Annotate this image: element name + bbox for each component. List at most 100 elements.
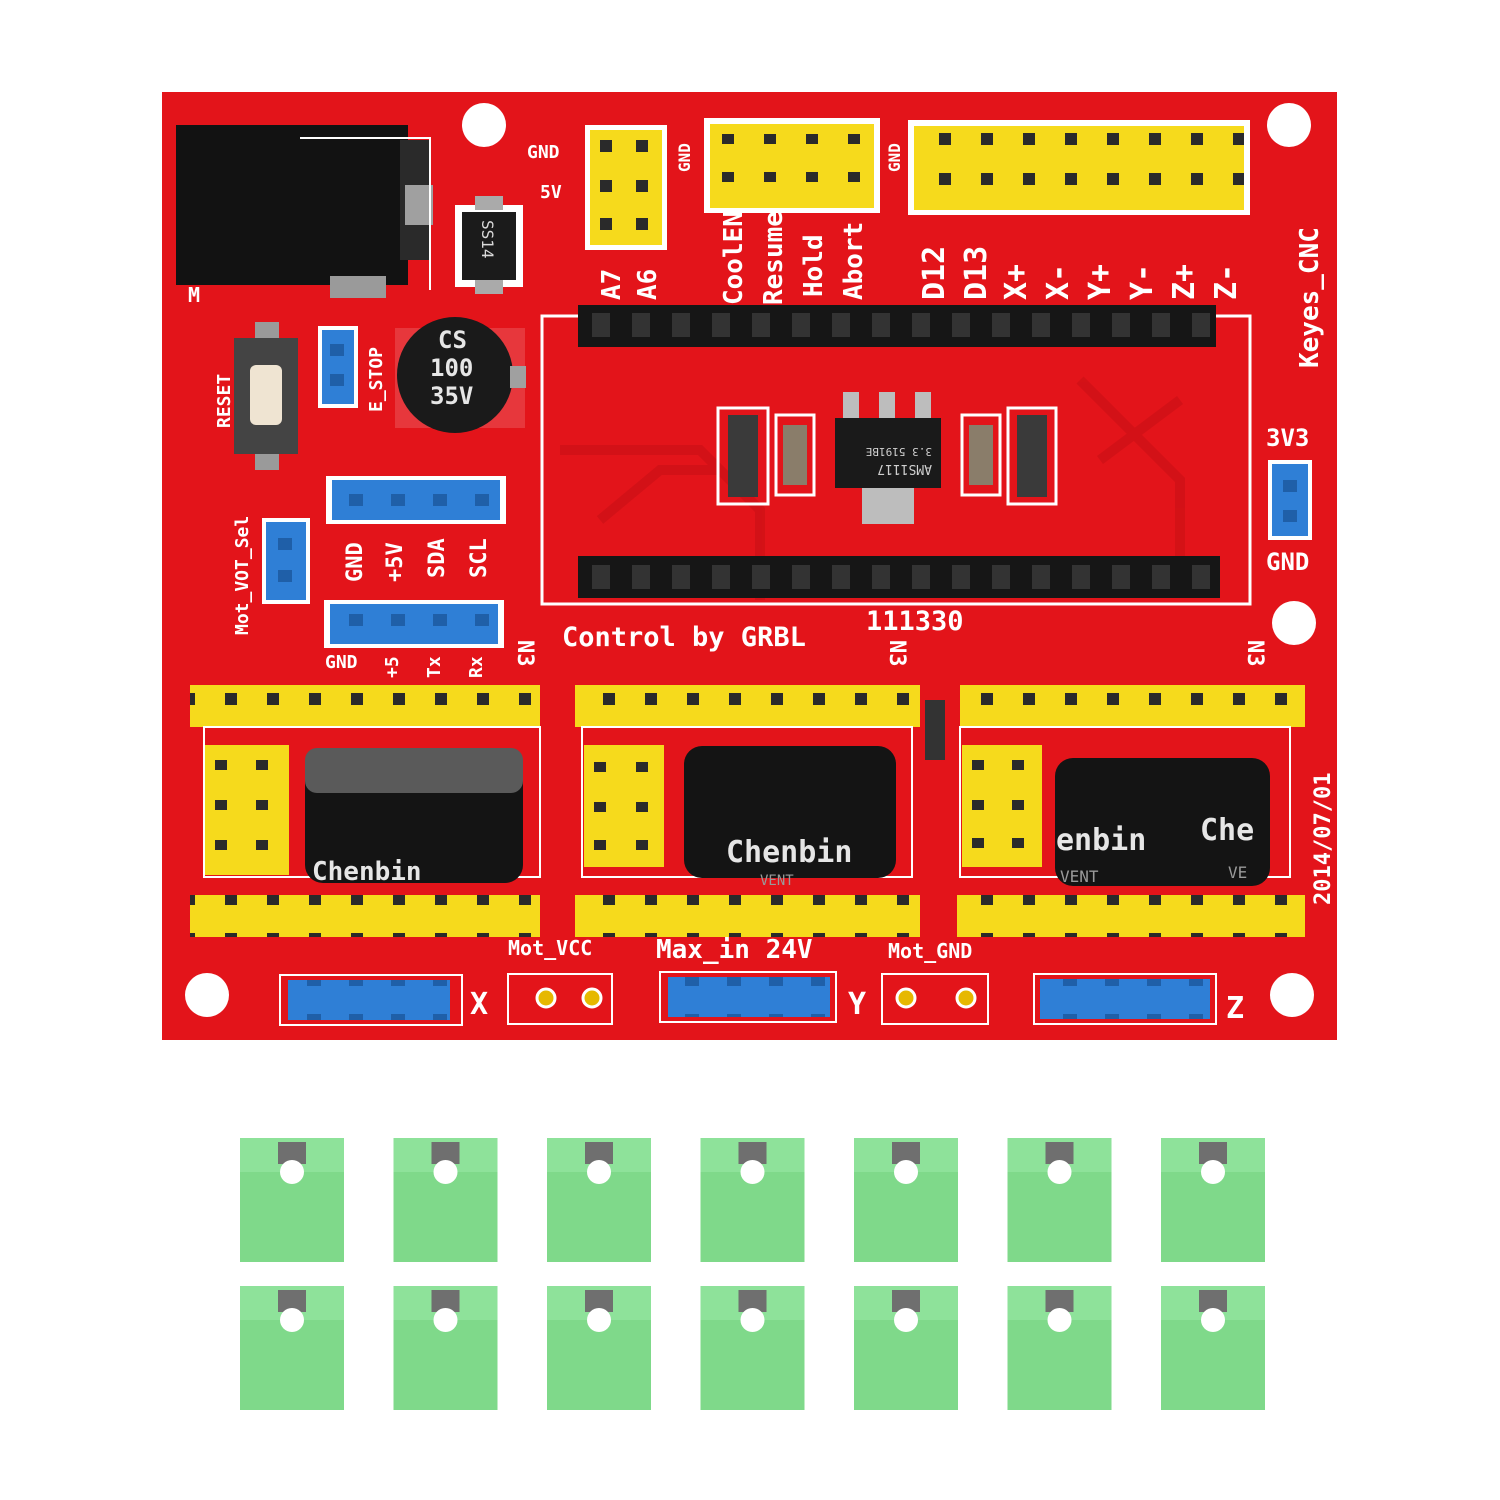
- electrolytic-capacitor-small: CS 100 35V: [395, 317, 526, 433]
- uart-gnd-label: GND: [325, 652, 358, 673]
- a7-a6-header: [585, 125, 667, 250]
- jumper-cap: [1161, 1138, 1265, 1262]
- dc-power-jack: [176, 125, 433, 298]
- cnc-shield-board: M SS14 GND 5V A7 A6 GND: [162, 92, 1337, 1040]
- motor-gnd-terminal: [881, 973, 989, 1025]
- jumper-cap: [547, 1138, 651, 1262]
- jumper-cap: [854, 1138, 958, 1262]
- keyes-cnc-label: Keyes_CNC: [1295, 227, 1325, 368]
- mount-hole: [1267, 103, 1311, 147]
- resume-label: Resume: [759, 211, 789, 305]
- e-stop-label: E_STOP: [366, 347, 387, 412]
- y-plus-label: Y+: [1083, 264, 1118, 300]
- axis-y-label: Y: [848, 987, 866, 1022]
- jumper-cap: [854, 1286, 958, 1410]
- y-minus-label: Y-: [1125, 264, 1160, 300]
- capacitor-vent-z2: VE: [1228, 863, 1247, 882]
- gnd-right-label: GND: [1266, 548, 1309, 576]
- nano-header-bottom: [578, 556, 1220, 598]
- n3-label-1: N3: [512, 640, 537, 667]
- jumper-cap: [547, 1286, 651, 1410]
- smd-part: [925, 700, 945, 760]
- ss14-diode: SS14: [455, 196, 523, 294]
- axis-z-label: Z: [1226, 991, 1244, 1026]
- electrolytic-capacitor: enbin Che VENT VE: [1055, 758, 1270, 886]
- mot-vot-sel-header: [266, 522, 306, 600]
- scl-label: SCL: [467, 538, 492, 578]
- mount-hole: [1272, 601, 1316, 645]
- jumper-cap: [1007, 1286, 1112, 1410]
- jumper-cap: [1161, 1286, 1265, 1410]
- mot-vot-sel-label: Mot_VOT_Sel: [232, 516, 253, 635]
- electrolytic-capacitor: Chenbin VENT: [684, 746, 896, 889]
- motor-header-y: [659, 971, 837, 1023]
- smd-capacitors: [716, 406, 1058, 506]
- cap-line-2: 100: [430, 354, 473, 382]
- 3v3-label: 3V3: [1266, 424, 1309, 452]
- reset-label: RESET: [214, 374, 235, 428]
- tx-label: Tx: [424, 656, 445, 678]
- motor-header-z: [1033, 973, 1217, 1025]
- jumper-cap: [700, 1138, 805, 1262]
- jumper-cap: [393, 1138, 498, 1262]
- a7-label: A7: [597, 269, 627, 300]
- axis-x-label: X: [470, 987, 488, 1022]
- jumper-cap: [700, 1286, 805, 1410]
- capacitor-brand-y: Chenbin: [726, 835, 852, 870]
- ss14-label: SS14: [478, 220, 497, 259]
- jumper-cap: [393, 1286, 498, 1410]
- board-code-label: 111330: [866, 606, 964, 637]
- gnd-side-label-2: GND: [885, 143, 904, 172]
- stepper-slot-z: enbin Che VENT VE: [957, 685, 1305, 937]
- capacitor-vent-y: VENT: [760, 873, 794, 889]
- i2c-5v-label: +5V: [383, 542, 408, 582]
- mot-gnd-label: Mot_GND: [888, 939, 972, 963]
- gnd-side-label: GND: [675, 143, 694, 172]
- i2c-gnd-label: GND: [343, 542, 368, 582]
- ams1117-regulator: AMS1117 3.3 5191BE: [835, 392, 941, 524]
- cap-line-3: 35V: [430, 382, 473, 410]
- motor-vcc-terminal: [507, 973, 613, 1025]
- cap-line-1: CS: [438, 326, 467, 354]
- d12-label: D12: [917, 246, 952, 300]
- control-by-grbl-label: Control by GRBL: [562, 622, 806, 653]
- jumper-cap: [1007, 1138, 1112, 1262]
- endstop-header: [908, 120, 1250, 215]
- capacitor-brand-z: enbin: [1056, 823, 1146, 858]
- mount-hole: [185, 973, 229, 1017]
- ams1117-label: AMS1117: [877, 461, 932, 476]
- m-label: M: [188, 283, 200, 307]
- mot-vcc-label: Mot_VCC: [508, 936, 592, 960]
- stepper-slot-x: Chenbin: [190, 685, 541, 937]
- hold-label: Hold: [799, 234, 829, 297]
- nano-header-top: [578, 305, 1216, 347]
- x-plus-label: X+: [999, 264, 1034, 300]
- control-header: [704, 118, 880, 213]
- 5v-top-label: 5V: [540, 182, 562, 203]
- a6-label: A6: [633, 269, 663, 300]
- date-label: 2014/07/01: [1311, 773, 1336, 905]
- n3-label-2: N3: [884, 640, 909, 667]
- capacitor-brand-x: Chenbin: [312, 857, 422, 887]
- z-plus-label: Z+: [1167, 264, 1202, 300]
- abort-label: Abort: [839, 222, 869, 300]
- mount-hole: [462, 103, 506, 147]
- reset-button: [234, 322, 298, 470]
- jumper-cap: [240, 1286, 344, 1410]
- e-stop-header: [322, 330, 354, 404]
- mount-hole: [1270, 973, 1314, 1017]
- z-minus-label: Z-: [1209, 264, 1244, 300]
- n3-label-3: N3: [1242, 640, 1267, 667]
- uart-header: [324, 600, 504, 648]
- capacitor-vent-z: VENT: [1060, 867, 1099, 886]
- d13-label: D13: [959, 246, 994, 300]
- sda-label: SDA: [425, 538, 450, 578]
- jumper-cap: [240, 1138, 344, 1262]
- capacitor-brand-z2: Che: [1200, 813, 1254, 848]
- ams1117-sublabel: 3.3 5191BE: [866, 445, 932, 458]
- gnd-top-label: GND: [527, 142, 560, 163]
- x-minus-label: X-: [1041, 264, 1076, 300]
- 3v3-gnd-header: [1272, 464, 1308, 536]
- electrolytic-capacitor: Chenbin: [305, 748, 523, 887]
